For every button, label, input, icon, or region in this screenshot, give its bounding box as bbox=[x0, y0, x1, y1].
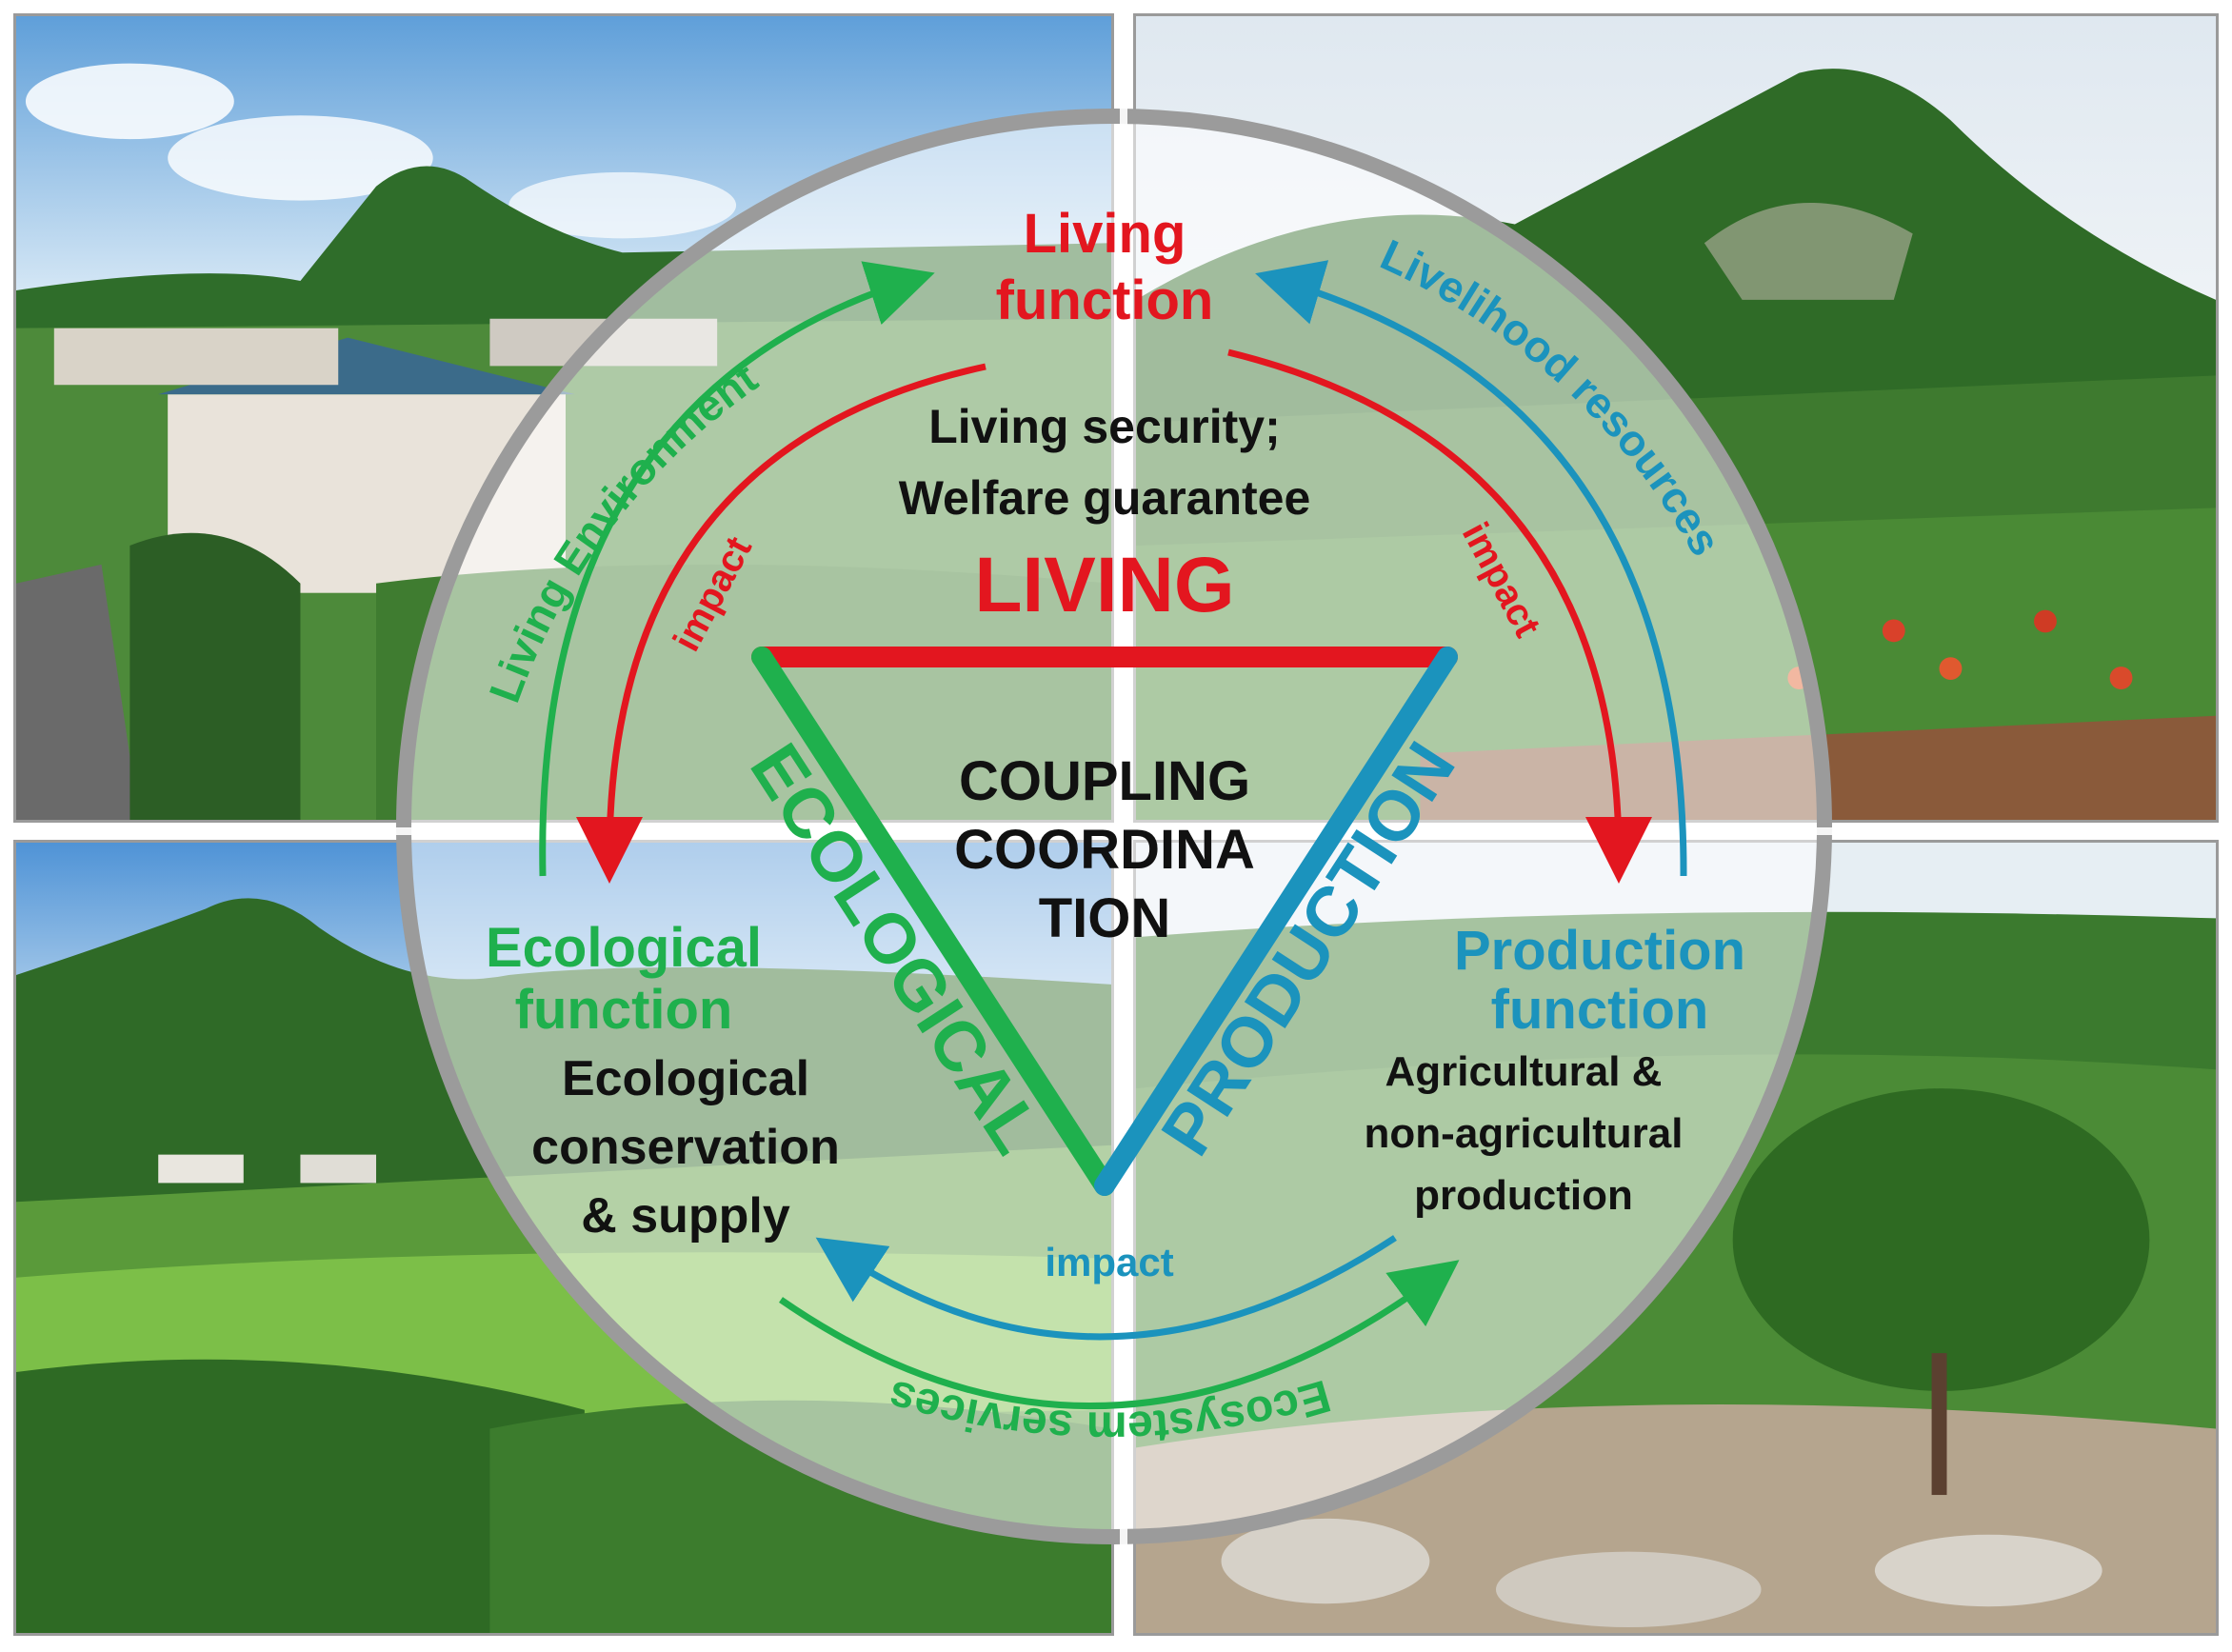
livelihood-resources-arrow bbox=[1255, 260, 1687, 877]
production-desc-line2: non-agricultural bbox=[1365, 1110, 1684, 1157]
living-title-line1: Living bbox=[1024, 203, 1186, 265]
living-desc-line2: Welfare guarantee bbox=[899, 471, 1311, 525]
outer-ring bbox=[396, 109, 1832, 1544]
center-line1: COUPLING bbox=[959, 750, 1250, 812]
ecological-desc-line2: conservation bbox=[531, 1120, 840, 1175]
living-label: LIVING bbox=[974, 542, 1234, 628]
production-title-line1: Production bbox=[1454, 920, 1745, 982]
production-desc-line3: production bbox=[1414, 1172, 1633, 1219]
ecological-desc-line1: Ecological bbox=[562, 1051, 809, 1106]
ecological-title-line2: function bbox=[515, 979, 733, 1041]
triangle-edge-production bbox=[1094, 647, 1458, 1196]
ecological-title-line1: Ecological bbox=[486, 917, 762, 979]
living-desc-line1: Living security; bbox=[928, 400, 1281, 453]
center-line2: COORDINA bbox=[954, 819, 1255, 881]
impact-label-bottom: impact bbox=[1045, 1240, 1173, 1284]
ecological-desc-line3: & supply bbox=[581, 1188, 790, 1244]
ecosystem-services-arrow bbox=[779, 1260, 1460, 1410]
living-environment-arrow bbox=[539, 261, 935, 877]
production-desc-line1: Agricultural & bbox=[1385, 1048, 1663, 1095]
production-title-line2: function bbox=[1491, 979, 1709, 1041]
living-title-line2: function bbox=[996, 269, 1214, 331]
impact-arrow-living-to-ecological bbox=[576, 363, 986, 884]
triangle-edge-ecological bbox=[751, 647, 1115, 1196]
impact-arrow-living-to-production bbox=[1227, 348, 1652, 884]
center-line3: TION bbox=[1039, 887, 1171, 949]
impact-arrow-production-to-ecological bbox=[815, 1235, 1397, 1341]
